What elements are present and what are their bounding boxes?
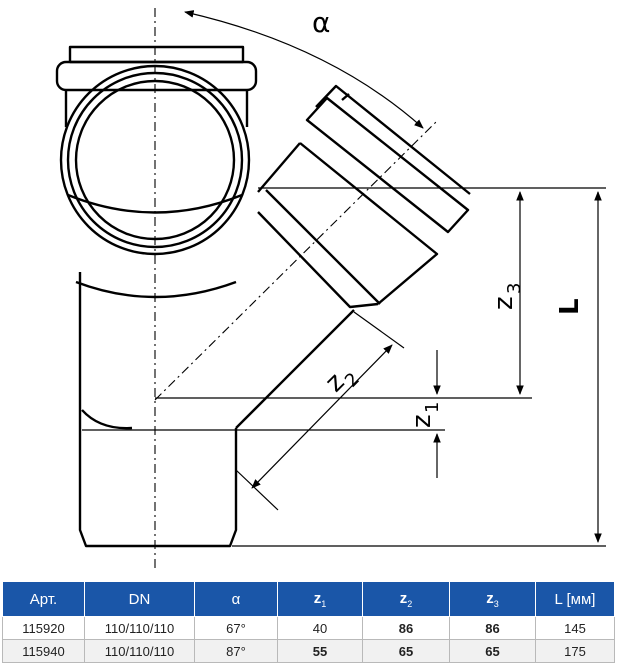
length-label: L <box>555 298 585 315</box>
branch-upper-edge <box>257 142 301 193</box>
z3-label: z 3 <box>489 283 525 310</box>
z3-label-sub: 3 <box>504 283 525 294</box>
dimension-lines <box>82 10 606 547</box>
branch-end-ring-outer <box>305 96 470 234</box>
z1-label-sub: 1 <box>422 402 443 413</box>
header-z1-main: z <box>313 589 322 607</box>
header-alpha: α <box>194 581 278 617</box>
table-row: 115920 110/110/110 67° 40 86 86 145 <box>2 616 615 640</box>
header-z3-sub: 3 <box>493 598 499 609</box>
branch-lower-edge <box>235 309 355 429</box>
cell-z2: 65 <box>362 639 450 663</box>
header-art: Арт. <box>2 581 85 617</box>
cell-dn: 110/110/110 <box>84 616 195 640</box>
cell-alpha: 87° <box>194 639 278 663</box>
branch-hub-edge <box>265 189 381 305</box>
header-length: L [мм] <box>535 581 615 617</box>
main-pipe-curve <box>81 409 133 430</box>
branch-centerline <box>154 121 437 401</box>
dimensions-table: Арт. DN α z1 z2 z3 L [мм] 115920 110/110… <box>2 581 615 663</box>
header-z3: z3 <box>449 581 536 617</box>
cell-length: 175 <box>535 639 615 663</box>
z2-ext-low <box>235 469 279 511</box>
centerlines <box>154 8 437 568</box>
cell-z3: 86 <box>449 616 536 640</box>
header-z1-sub: 1 <box>321 598 327 609</box>
z2-label: z 2 <box>320 367 364 398</box>
header-z1: z1 <box>277 581 363 617</box>
top-socket-lip <box>68 45 245 64</box>
table-header-row: Арт. DN α z1 z2 z3 L [мм] <box>2 581 615 617</box>
cell-art: 115920 <box>2 616 85 640</box>
main-pipe-body <box>78 272 238 548</box>
cell-dn: 110/110/110 <box>84 639 195 663</box>
cell-z1: 40 <box>277 616 363 640</box>
z1-label-main: z <box>407 414 437 428</box>
z1-label: z 1 <box>407 402 443 428</box>
angle-arc <box>184 10 424 129</box>
cell-z3: 65 <box>449 639 536 663</box>
header-z2-main: z <box>399 589 408 607</box>
angle-label: α <box>312 6 330 39</box>
cell-z1: 55 <box>277 639 363 663</box>
z2-ext-high <box>353 311 405 349</box>
z2-dimension <box>251 344 393 489</box>
branch-end-ring-top <box>315 84 471 195</box>
cell-alpha: 67° <box>194 616 278 640</box>
socket-body-sides <box>64 90 249 127</box>
header-dn: DN <box>84 581 195 617</box>
header-z3-main: z <box>486 589 494 607</box>
header-z2-sub: 2 <box>407 598 413 609</box>
length-label-text: L <box>555 298 585 315</box>
y-branch-fitting-drawing: α z 3 L z 1 z 2 <box>55 6 606 568</box>
cell-length: 145 <box>535 616 615 640</box>
cell-z2: 86 <box>362 616 450 640</box>
socket-contour-2 <box>75 280 237 299</box>
header-z2: z2 <box>362 581 450 617</box>
table-row: 115940 110/110/110 87° 55 65 65 175 <box>2 639 615 663</box>
cell-art: 115940 <box>2 639 85 663</box>
branch-body <box>299 142 439 305</box>
z3-label-main: z <box>489 296 519 310</box>
fitting-outline <box>55 45 471 548</box>
branch-hub-end <box>257 211 379 309</box>
